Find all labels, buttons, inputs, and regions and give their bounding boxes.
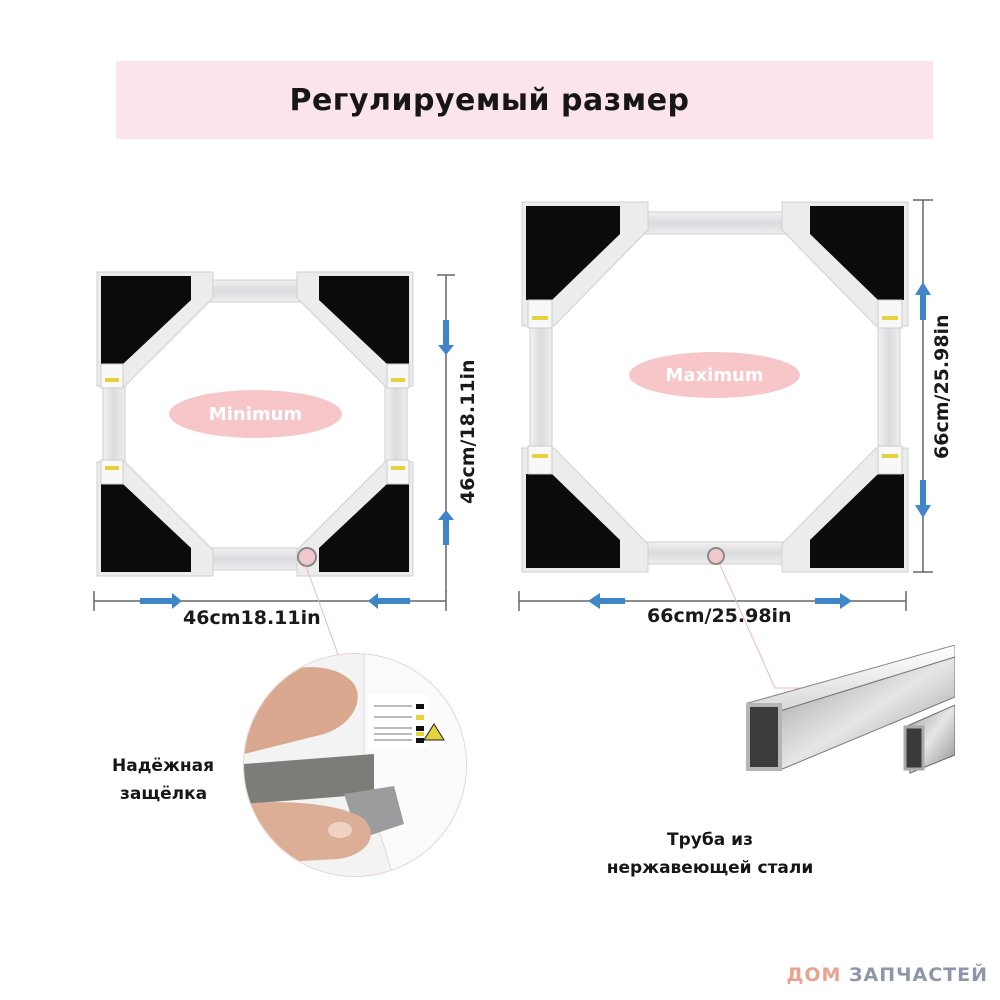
latch-caption: Надёжная защёлка xyxy=(112,752,214,808)
minimum-label: Minimum xyxy=(169,390,342,438)
tube-caption: Труба из нержавеющей стали xyxy=(590,826,830,882)
steel-tube-image xyxy=(740,644,956,785)
tube-caption-line1: Труба из xyxy=(667,830,753,850)
latch-closeup-photo-icon xyxy=(244,654,466,876)
latch-closeup xyxy=(243,653,467,877)
square-steel-tube-icon xyxy=(746,644,956,774)
latch-caption-line1: Надёжная xyxy=(112,756,215,776)
maximum-frame-diagram xyxy=(520,198,910,576)
brand-watermark: ДОМ ЗАПЧАСТЕЙ xyxy=(786,964,988,986)
title-banner: Регулируемый размер xyxy=(116,61,933,139)
maximum-height-label: 66cm/25.98in xyxy=(931,314,953,459)
watermark-part2: ЗАПЧАСТЕЙ xyxy=(849,964,988,986)
minimum-width-label: 46cm18.11in xyxy=(183,607,321,629)
minimum-frame-diagram xyxy=(95,268,415,580)
minimum-height-label: 46cm/18.11in xyxy=(457,359,479,504)
maximum-width-label: 66cm/25.98in xyxy=(647,605,792,627)
latch-caption-line2: защёлка xyxy=(120,784,208,804)
washer-stand-frame-icon xyxy=(96,271,414,577)
watermark-part1: ДОМ xyxy=(786,964,842,986)
maximum-label: Maximum xyxy=(629,352,800,398)
page-title: Регулируемый размер xyxy=(289,82,690,118)
tube-caption-line2: нержавеющей стали xyxy=(606,858,814,878)
washer-stand-frame-icon xyxy=(521,201,909,573)
